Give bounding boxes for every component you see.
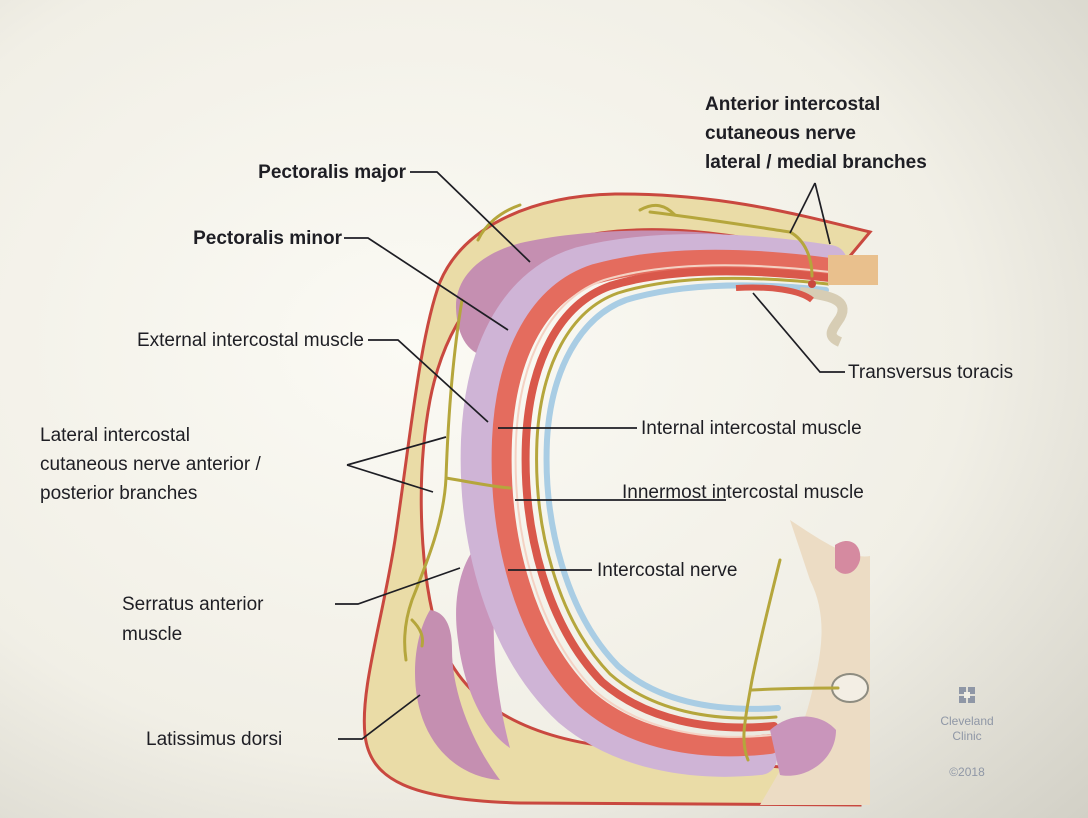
logo-name-line-2: Clinic <box>952 729 981 743</box>
label-internal-intercostal-muscle: Internal intercostal muscle <box>641 418 862 439</box>
sternum-bone <box>828 255 878 285</box>
label-anterior-intercostal-nerve-2: cutaneous nerve <box>705 123 856 144</box>
label-transversus-toracis: Transversus toracis <box>848 362 1013 383</box>
label-intercostal-nerve: Intercostal nerve <box>597 560 737 581</box>
logo-name-line-1: Cleveland <box>940 714 993 728</box>
internal-thoracic-vessel <box>808 280 816 288</box>
label-lateral-intercostal-nerve-2: cutaneous nerve anterior / <box>40 454 261 475</box>
label-lateral-intercostal-nerve-3: posterior branches <box>40 483 197 504</box>
label-serratus-anterior-1: Serratus anterior <box>122 594 264 615</box>
label-anterior-intercostal-nerve-3: lateral / medial branches <box>705 152 927 173</box>
label-innermost-intercostal-muscle: Innermost intercostal muscle <box>622 482 864 503</box>
label-latissimus-dorsi: Latissimus dorsi <box>146 729 282 750</box>
label-external-intercostal-muscle: External intercostal muscle <box>137 330 364 351</box>
label-serratus-anterior-2: muscle <box>122 624 182 645</box>
label-anterior-intercostal-nerve-1: Anterior intercostal <box>705 94 880 115</box>
logo-year: ©2018 <box>949 765 985 779</box>
label-pectoralis-minor: Pectoralis minor <box>193 228 342 249</box>
label-lateral-intercostal-nerve-1: Lateral intercostal <box>40 425 190 446</box>
label-pectoralis-major: Pectoralis major <box>258 162 406 183</box>
